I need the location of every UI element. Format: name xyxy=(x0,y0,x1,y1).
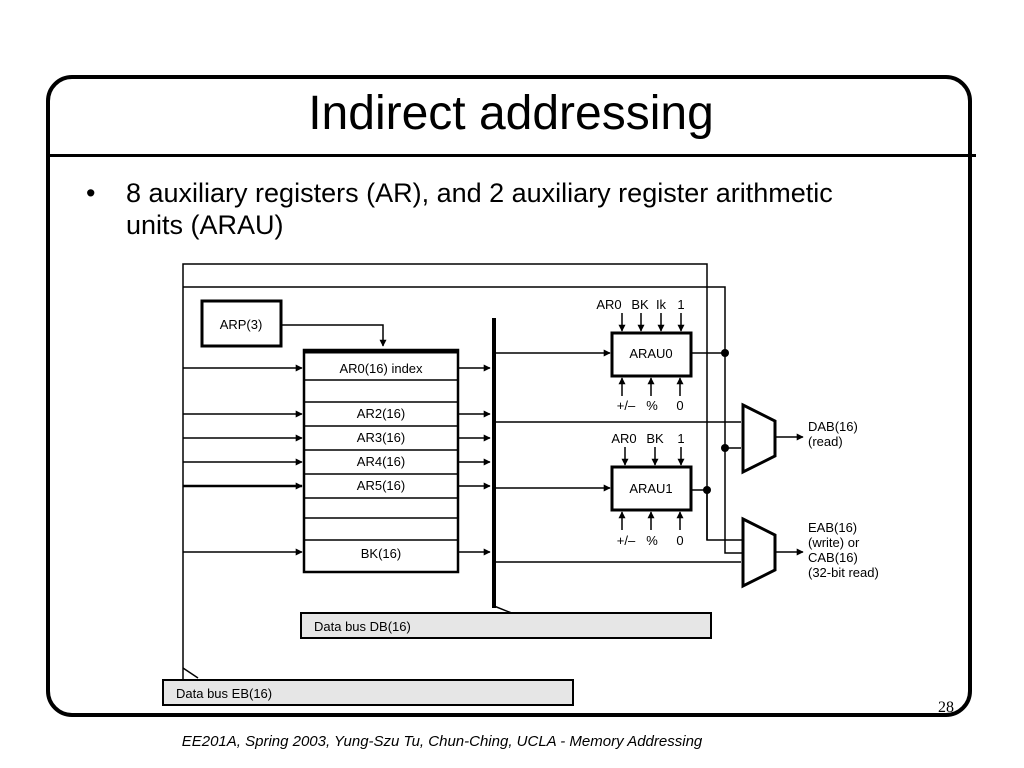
junction-dot xyxy=(721,349,729,357)
arau1-op-mod: % xyxy=(646,533,658,548)
arau1-in-ar0: AR0 xyxy=(611,431,636,446)
feedback-wires xyxy=(182,263,748,683)
eb-bus-tap xyxy=(182,667,199,679)
arp-pointer-arrow xyxy=(281,324,387,347)
arau0-block: ARAU0 AR0 BK Ik 1 +/– % 0 xyxy=(596,297,693,413)
junction-dot xyxy=(703,486,711,494)
register-ar3: AR3(16) xyxy=(357,430,405,445)
dab-mux xyxy=(741,402,777,475)
page-number: 28 xyxy=(938,699,954,716)
dab-sublabel: (read) xyxy=(808,434,843,449)
arp-box xyxy=(200,299,283,348)
dab-label: DAB(16) xyxy=(808,419,858,434)
bullet-text: 8 auxiliary registers (AR), and 2 auxili… xyxy=(126,178,833,240)
arp-label: ARP(3) xyxy=(220,317,263,332)
slide-title: Indirect addressing xyxy=(308,87,714,140)
slide-frame xyxy=(46,75,972,717)
cab-sublabel: (32-bit read) xyxy=(808,565,879,580)
arau1-op-addsub: +/– xyxy=(617,533,636,548)
arau0-label: ARAU0 xyxy=(629,346,672,361)
register-ar0: AR0(16) index xyxy=(339,361,423,376)
arau0-op-zero: 0 xyxy=(676,398,683,413)
register-ar4: AR4(16) xyxy=(357,454,405,469)
arau0-op-addsub: +/– xyxy=(617,398,636,413)
register-ar2: AR2(16) xyxy=(357,406,405,421)
cab-label: CAB(16) xyxy=(808,550,858,565)
eab-mux xyxy=(741,516,777,589)
data-bus-db xyxy=(300,612,712,639)
arau0-in-ik: Ik xyxy=(656,297,667,312)
arau0-op-mod: % xyxy=(646,398,658,413)
bus-to-arau-wires xyxy=(494,349,741,563)
register-bk: BK(16) xyxy=(361,546,401,561)
junction-dot xyxy=(721,444,729,452)
eab-label: EAB(16) xyxy=(808,520,857,535)
internal-bus xyxy=(492,318,515,615)
slide-footer: EE201A, Spring 2003, Yung-Szu Tu, Chun-C… xyxy=(181,733,703,750)
arau0-in-one: 1 xyxy=(677,297,684,312)
arau1-in-one: 1 xyxy=(677,431,684,446)
title-divider xyxy=(46,154,976,157)
auxiliary-register-file: AR0(16) index AR2(16) AR3(16) AR4(16) AR… xyxy=(302,348,460,574)
eab-sublabel-write: (write) or xyxy=(808,535,860,550)
arau0-in-bk: BK xyxy=(631,297,649,312)
arau1-block: ARAU1 AR0 BK 1 +/– % 0 xyxy=(610,431,693,548)
arau-output-wires xyxy=(691,352,741,540)
data-bus-eb xyxy=(162,679,574,706)
data-bus-eb-label: Data bus EB(16) xyxy=(176,686,272,701)
arau1-in-bk: BK xyxy=(646,431,664,446)
register-ar5: AR5(16) xyxy=(357,478,405,493)
arau1-op-zero: 0 xyxy=(676,533,683,548)
register-output-arrows xyxy=(458,364,491,556)
bullet-marker: • xyxy=(86,178,96,208)
arau0-in-ar0: AR0 xyxy=(596,297,621,312)
data-bus-db-label: Data bus DB(16) xyxy=(314,619,411,634)
register-input-arrows xyxy=(183,364,303,556)
arau1-label: ARAU1 xyxy=(629,481,672,496)
